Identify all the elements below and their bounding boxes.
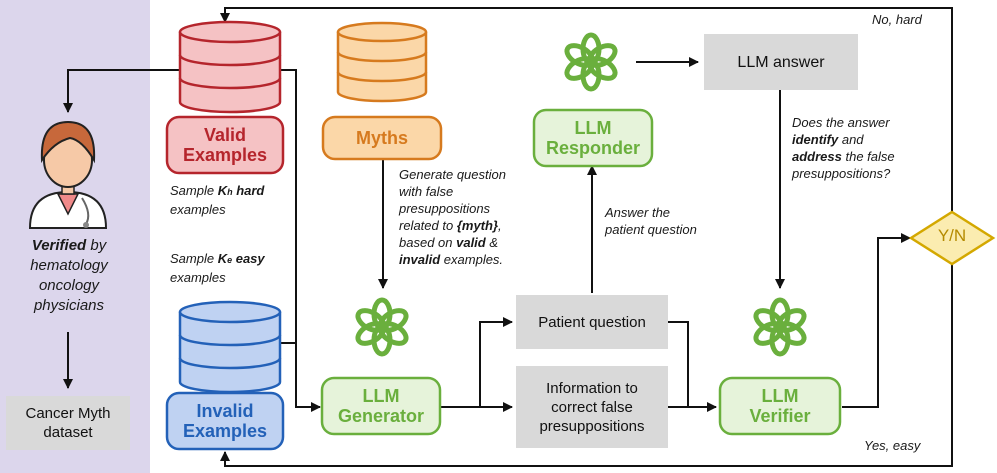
physicians-line3: physicians	[33, 297, 105, 314]
verified-by-text: Verified by hematology oncology physicia…	[0, 236, 138, 316]
information-line3: presuppositions	[539, 417, 645, 435]
patient-to-verifier-arrow	[668, 321, 717, 412]
generator-line1: LLM	[362, 386, 400, 406]
answer-annotation: Answer the patient question	[605, 204, 697, 238]
llm-verifier-box	[718, 376, 842, 436]
sample-hard-pre: Sample	[170, 183, 218, 198]
invalid-label-line2: Examples	[182, 421, 268, 441]
does-address-bold: address	[792, 149, 842, 164]
verifier-to-decision-arrow	[842, 233, 911, 408]
verifier-line1: LLM	[761, 386, 799, 406]
sample-easy-k: K	[217, 251, 228, 266]
physician-icon	[28, 120, 108, 229]
sample-easy-annotation: Sample Ke easy examples	[170, 250, 265, 286]
does-line1: Does the answer	[792, 115, 890, 130]
yes-easy-feedback-arrow	[220, 264, 953, 467]
valid-examples-box	[165, 115, 285, 175]
sample-hard-line2: examples	[170, 202, 226, 217]
generate-based-pre: based on	[399, 235, 457, 250]
does-address-post: the false	[841, 149, 895, 164]
sample-easy-bold: easy	[232, 251, 265, 266]
connector-lines	[63, 7, 953, 467]
sample-hard-sub: h	[227, 187, 233, 197]
responder-llm-icon	[564, 35, 619, 89]
does-line4: presuppositions?	[792, 166, 891, 181]
invalid-examples-box	[165, 391, 285, 451]
generate-related-post: ,	[498, 218, 502, 233]
verifier-line2: Verifier	[749, 406, 811, 426]
generate-based-bold: valid	[456, 235, 486, 250]
llm-generator-box	[320, 376, 442, 436]
sample-easy-line2: examples	[170, 270, 226, 285]
patient-question-box	[516, 295, 668, 349]
information-line2: correct false	[551, 398, 633, 416]
sample-easy-sub: e	[227, 255, 233, 265]
generate-related-bold: {myth}	[456, 218, 499, 233]
valid-to-physician-arrow	[63, 69, 180, 113]
no-hard-label: No, hard	[872, 12, 922, 27]
generate-line2: with false	[399, 184, 454, 199]
physicians-line1: hematology	[30, 257, 108, 274]
information-line1: Information to	[546, 379, 638, 397]
generate-annotation: Generate question with false presupposit…	[399, 166, 506, 268]
sample-hard-k: K	[217, 183, 228, 198]
generator-llm-icon	[355, 300, 410, 354]
does-identify-post: and	[838, 132, 864, 147]
sample-easy-pre: Sample	[170, 251, 218, 266]
responder-line2: Responder	[545, 138, 641, 158]
answer-line2: patient question	[605, 222, 697, 237]
verified-rest: by	[86, 237, 107, 254]
generator-to-patient-arrow	[479, 317, 513, 407]
responder-line1: LLM	[574, 118, 612, 138]
sample-hard-bold: hard	[232, 183, 265, 198]
myths-label: Myths	[355, 128, 408, 148]
generate-related-pre: related to	[399, 218, 457, 233]
verified-bold: Verified	[31, 237, 87, 254]
sample-hard-annotation: Sample Kh hard examples	[170, 182, 264, 218]
decision-diamond	[908, 210, 996, 266]
llm-answer-box	[704, 34, 858, 90]
verifier-llm-icon	[753, 300, 808, 354]
cancer-myth-dataset-label: Cancer Myth dataset	[6, 396, 130, 450]
yes-easy-label: Yes, easy	[864, 438, 921, 453]
valid-database-icon	[178, 20, 282, 114]
verification-question-annotation: Does the answer identify and address the…	[792, 114, 895, 182]
llm-answer-label: LLM answer	[737, 53, 825, 71]
generate-based-post: &	[485, 235, 499, 250]
patient-question-label: Patient question	[538, 313, 646, 331]
physicians-line2: oncology	[38, 277, 100, 294]
dataset-line1: Cancer Myth	[25, 405, 111, 422]
valid-label-line2: Examples	[182, 145, 268, 165]
invalid-label-line1: Invalid	[196, 401, 254, 421]
dataset-line2: dataset	[43, 424, 93, 441]
verification-sidebar	[0, 0, 150, 473]
llm-responder-box	[532, 108, 654, 168]
generate-line1: Generate question	[399, 167, 506, 182]
generate-line3: presuppositions	[399, 201, 491, 216]
decision-label: Y/N	[937, 226, 967, 245]
cancer-myth-dataset-box	[6, 396, 130, 450]
myths-database-icon	[336, 21, 428, 103]
generate-invalid-bold: invalid	[399, 252, 441, 267]
valid-label-line1: Valid	[203, 125, 247, 145]
answer-line1: Answer the	[605, 205, 671, 220]
no-hard-feedback-arrow	[220, 7, 953, 228]
information-box	[516, 366, 668, 448]
generate-invalid-post: examples.	[440, 252, 504, 267]
generator-line2: Generator	[337, 406, 425, 426]
does-identify-bold: identify	[792, 132, 839, 147]
myths-box	[321, 115, 443, 161]
invalid-database-icon	[178, 300, 282, 394]
valid-to-generator-arrow	[280, 69, 321, 412]
